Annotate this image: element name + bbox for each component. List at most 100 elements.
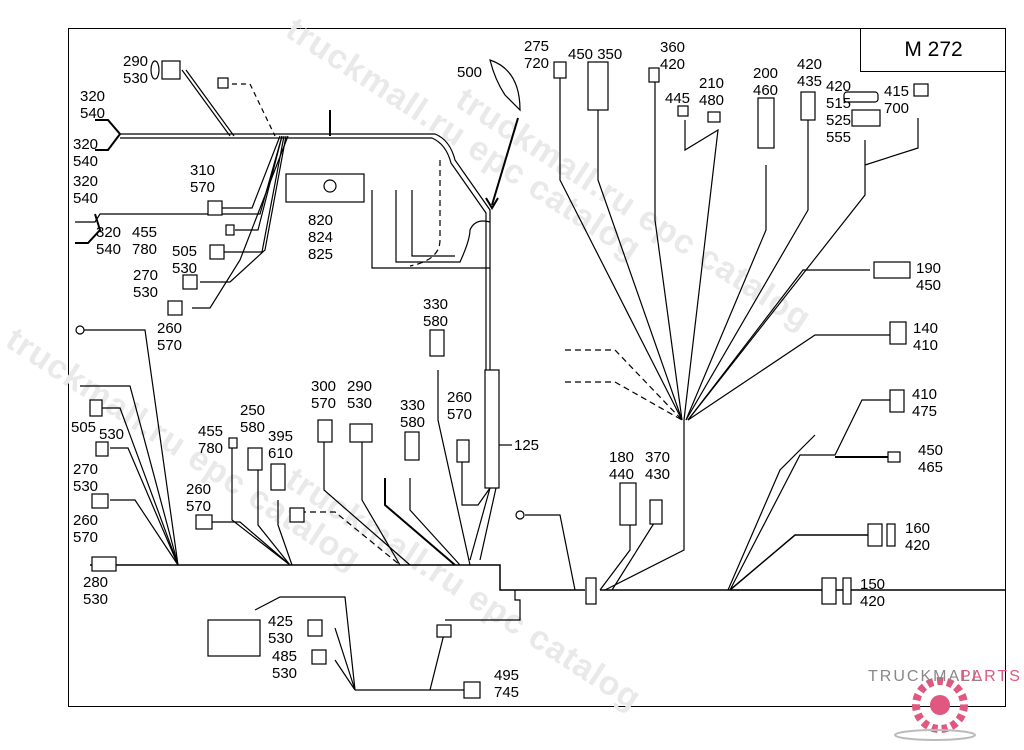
part-label: 290 530 xyxy=(123,53,149,87)
part-label: 260 570 xyxy=(157,320,183,354)
part-label: 320 540 xyxy=(73,173,99,207)
part-label: 495 745 xyxy=(494,667,520,701)
connector-425-530-icon xyxy=(307,619,323,637)
connector-160-420-icon xyxy=(867,523,883,547)
branch-820 xyxy=(371,190,490,269)
part-label: 140 410 xyxy=(913,320,939,354)
part-label: 160 420 xyxy=(905,520,931,554)
branch-190-450 xyxy=(687,269,870,421)
main-trunk-top xyxy=(120,133,491,370)
branch-425-530 xyxy=(334,627,356,691)
branch-360-420 xyxy=(654,80,683,421)
branch-270-530 xyxy=(200,135,287,283)
branch-320-540-lower xyxy=(75,135,283,223)
connector-ground-icon xyxy=(436,624,452,638)
part-label: 320 540 xyxy=(96,224,122,258)
part-label: 190 450 xyxy=(916,260,942,294)
connector-150-420-icon xyxy=(821,577,837,605)
arrow-500 xyxy=(491,117,519,206)
part-label: 420 435 xyxy=(797,56,823,90)
connector-140-410-icon xyxy=(889,321,907,345)
connector-360-420-icon xyxy=(648,67,660,83)
connectors xyxy=(75,59,929,699)
connector-505-530-icon xyxy=(209,244,225,260)
branch-410-475 xyxy=(729,399,890,591)
connector-angled-icon xyxy=(217,77,229,89)
connector-280-530-icon xyxy=(91,556,117,572)
sensor-500-icon xyxy=(489,59,521,112)
part-label: 450 465 xyxy=(918,442,944,476)
part-label: 310 570 xyxy=(190,162,216,196)
connector-200-460-icon xyxy=(757,97,775,149)
part-label: 450 350 xyxy=(568,46,623,63)
part-label: 320 540 xyxy=(80,88,106,122)
truckmall-logo xyxy=(894,677,976,741)
grommet-icon xyxy=(585,577,597,605)
connector-300-570-icon xyxy=(317,419,333,443)
ring-terminal-icon xyxy=(75,325,85,335)
connector-445-icon xyxy=(677,105,689,117)
part-label: 820 824 825 xyxy=(308,212,334,263)
connector-260-570-icon xyxy=(167,300,183,316)
connector-395-610-icon xyxy=(270,463,286,491)
part-label: 280 530 xyxy=(83,574,109,608)
part-label: 260 570 xyxy=(73,512,99,546)
connector-330-580-top-icon xyxy=(429,329,445,357)
seal-150-420-icon xyxy=(842,577,852,605)
logo-text-truckmall: TRUCKMALL xyxy=(868,668,983,685)
part-label: 415 700 xyxy=(884,83,910,117)
branch-485-530 xyxy=(334,659,356,691)
branch-420-515 xyxy=(687,140,866,421)
part-label: 370 430 xyxy=(645,449,671,483)
branch-455-780 xyxy=(235,135,283,231)
tube-125 xyxy=(484,369,500,489)
connector-270-530-icon xyxy=(182,274,198,290)
part-label: 420 515 525 555 xyxy=(826,78,852,146)
connector-455-780-icon xyxy=(225,224,235,236)
part-label: 260 570 xyxy=(447,389,473,423)
branch-310-570 xyxy=(215,135,281,209)
main-trunk-bottom xyxy=(90,564,585,591)
connector-370-430-icon xyxy=(649,499,663,525)
part-label: 425 530 xyxy=(268,613,294,647)
part-label: 330 580 xyxy=(400,397,426,431)
connector-455-780-mid-icon xyxy=(228,437,238,449)
connector-410-475-icon xyxy=(889,389,905,413)
diagram-frame xyxy=(68,28,1006,707)
ring-terminal-mid-icon xyxy=(515,510,525,520)
part-label: 410 475 xyxy=(912,386,938,420)
connector-angled-mid-icon xyxy=(289,507,305,523)
connector-250-580-icon xyxy=(247,447,263,471)
connector-415-700-icon xyxy=(913,83,929,97)
part-label: 180 440 xyxy=(609,449,635,483)
connector-820-center-icon xyxy=(323,179,337,193)
connector-495-745-icon xyxy=(463,681,481,699)
part-label: 320 540 xyxy=(73,136,99,170)
diagram-title: M 272 xyxy=(860,28,1006,72)
part-label: 275 720 xyxy=(524,38,550,72)
connector-290-530-icon xyxy=(161,60,181,80)
branch-left-ring xyxy=(80,329,179,566)
connector-485-530-icon xyxy=(311,649,327,665)
part-label: 125 xyxy=(514,437,540,454)
branch-200-460 xyxy=(685,165,767,421)
connector-275-720-icon xyxy=(553,61,567,79)
connector-260-570-low-icon xyxy=(195,514,213,530)
connector-505-left-icon xyxy=(89,399,103,417)
part-label: 455 780 xyxy=(132,224,158,258)
part-label: 300 570 xyxy=(311,378,337,412)
part-label: 150 420 xyxy=(860,576,886,610)
part-label: 500 xyxy=(457,64,483,81)
part-label: 330 580 xyxy=(423,296,449,330)
branch-275-720 xyxy=(559,75,683,421)
branch-450-350 xyxy=(597,110,683,421)
part-label: 200 460 xyxy=(753,65,779,99)
branch-290-530 xyxy=(361,440,401,566)
part-label: 505 530 xyxy=(172,243,198,277)
connector-190-450-icon xyxy=(873,261,911,279)
branch-445-210 xyxy=(683,120,719,421)
branch-dashed-top xyxy=(223,83,276,137)
branch-420-435 xyxy=(685,120,809,421)
part-label: 270 530 xyxy=(73,461,99,495)
